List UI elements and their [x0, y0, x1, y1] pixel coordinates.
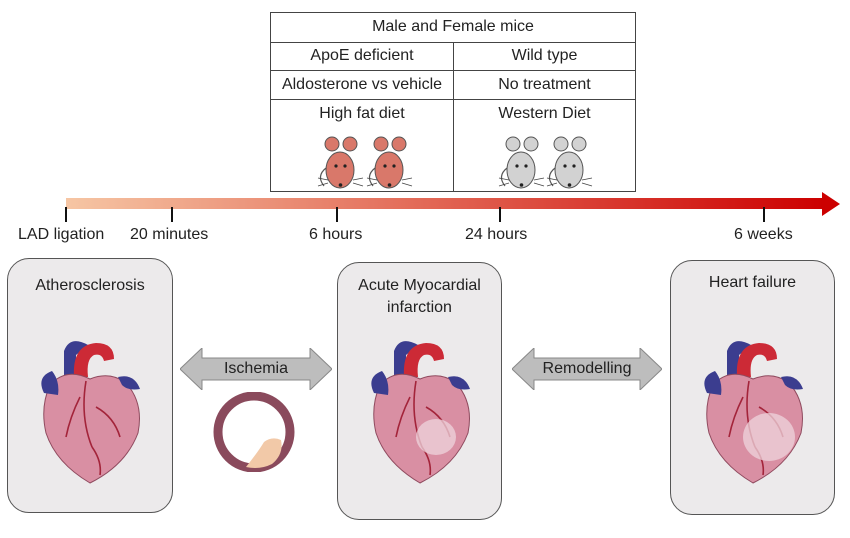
left-atrium-shape [704, 371, 722, 395]
stage-title: Acute Myocardial infarction [358, 277, 481, 316]
table-column-divider [453, 42, 454, 191]
infarct-area-shape [416, 419, 456, 455]
group-1-genotype: ApoE deficient [310, 47, 414, 64]
timeline-tick-label: 24 hours [465, 226, 528, 243]
heart-illustration [41, 341, 140, 484]
infarct-area-shape [743, 413, 795, 461]
right-vessel-shape [118, 376, 140, 390]
timeline [65, 192, 840, 222]
heart-body-shape [43, 373, 140, 484]
remodelling-double-arrow [512, 348, 662, 390]
left-atrium-shape [41, 371, 59, 395]
occluded-artery-cross-section [213, 392, 295, 472]
timeline-bar [66, 198, 824, 209]
group-1-diet: High fat diet [319, 105, 405, 122]
group-1-treatment: Aldosterone vs vehicle [281, 76, 443, 93]
mice-illustrations [317, 136, 593, 189]
study-design-table: Male and Female mice ApoE deficient Wild… [270, 12, 636, 192]
mouse-icon [498, 136, 545, 189]
right-vessel-shape [781, 376, 803, 390]
stage-title: Atherosclerosis [35, 277, 145, 294]
mouse-icon [546, 136, 593, 189]
timeline-tick-label: 6 hours [309, 226, 363, 243]
stage-box-acute-myocardial-infarction: Acute Myocardial infarction [337, 262, 502, 520]
ischemia-double-arrow [180, 348, 332, 390]
coronary-vessels-shape [728, 380, 784, 476]
right-vessel-shape [448, 376, 470, 390]
coronary-vessels-shape [395, 380, 451, 476]
left-atrium-shape [371, 371, 389, 395]
table-header: Male and Female mice [372, 18, 534, 35]
stage-box-heart-failure: Heart failure [670, 260, 835, 515]
aorta-shape [73, 343, 114, 377]
stage-title: Heart failure [708, 274, 797, 291]
mouse-icon [317, 136, 364, 189]
aorta-shape [736, 343, 777, 377]
timeline-tick-label: 6 weeks [734, 226, 793, 243]
timeline-tick-label: LAD ligation [18, 226, 105, 243]
timeline-tick-label: 20 minutes [130, 226, 209, 243]
stage-box-atherosclerosis: Atherosclerosis [7, 258, 173, 513]
ischemia-label: Ischemia [223, 360, 289, 377]
coronary-vessels-shape [65, 380, 121, 476]
heart-illustration [371, 341, 470, 484]
timeline-arrowhead [822, 192, 840, 216]
group-2-treatment: No treatment [498, 76, 591, 93]
group-2-diet: Western Diet [498, 105, 591, 122]
remodelling-label: Remodelling [542, 360, 632, 377]
aorta-shape [403, 343, 444, 377]
mouse-icon [366, 136, 413, 189]
group-2-genotype: Wild type [511, 47, 578, 64]
heart-illustration [704, 341, 803, 484]
